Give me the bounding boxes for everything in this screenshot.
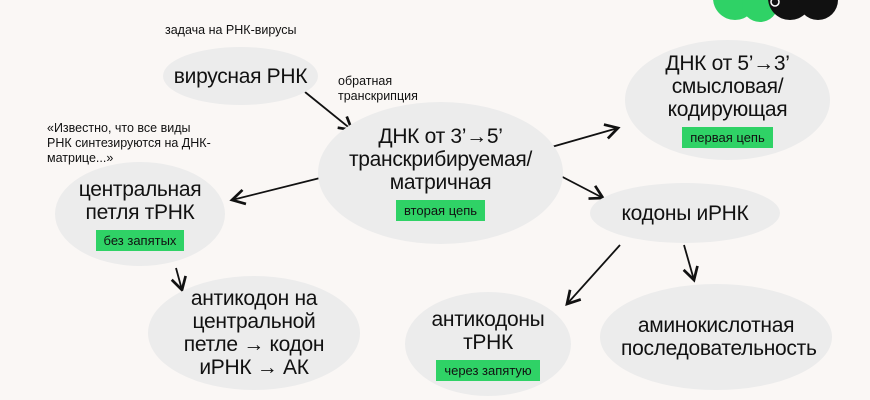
node-title: центральная петля тРНК — [78, 177, 202, 224]
node-central-loop: центральная петля тРНК без запятых — [55, 162, 225, 266]
quote-note: «Известно, что все виды РНК синтезируютс… — [47, 121, 211, 165]
node-anticodons: антикодоны тРНК через запятую — [405, 292, 571, 396]
node-title: антикодоны тРНК — [431, 307, 545, 354]
node-title: ДНК от 5’→3’ смысловая/ кодирующая — [665, 52, 790, 121]
node-title: вирусная РНК — [173, 64, 308, 88]
node-viral-rna: вирусная РНК — [163, 47, 318, 105]
arrow-codons-to-amino — [682, 244, 699, 283]
node-title: антикодон на центральной петле → кодон и… — [183, 287, 325, 379]
arrow-codons-to-anticodons — [565, 244, 621, 307]
logo — [713, 0, 838, 22]
node-dna-coding: ДНК от 5’→3’ смысловая/ кодирующая перва… — [625, 40, 830, 160]
node-title: кодоны иРНК — [621, 201, 749, 225]
node-codons: кодоны иРНК — [590, 183, 780, 243]
node-dna-template: ДНК от 3’→5’ транскрибируемая/ матричная… — [318, 102, 563, 244]
node-tag: через запятую — [436, 359, 540, 381]
node-amino-sequence: аминокислотная последовательность — [600, 284, 832, 390]
node-anticodon-chain: антикодон на центральной петле → кодон и… — [148, 276, 360, 390]
arrow-viral-to-dna — [304, 91, 355, 132]
node-tag: первая цепь — [682, 127, 773, 148]
node-title: ДНК от 3’→5’ транскрибируемая/ матричная — [348, 125, 533, 194]
arrow-dna-to-coding — [547, 123, 621, 149]
arrow-dna-to-loop — [229, 177, 321, 206]
reverse-transcription-note: обратная транскрипция — [338, 74, 418, 103]
task-note: задача на РНК-вирусы — [165, 23, 297, 37]
node-title: аминокислотная последовательность — [621, 314, 817, 360]
node-tag: вторая цепь — [395, 200, 486, 221]
node-tag: без запятых — [95, 229, 185, 251]
arrow-loop-to-anticodon — [170, 267, 187, 293]
